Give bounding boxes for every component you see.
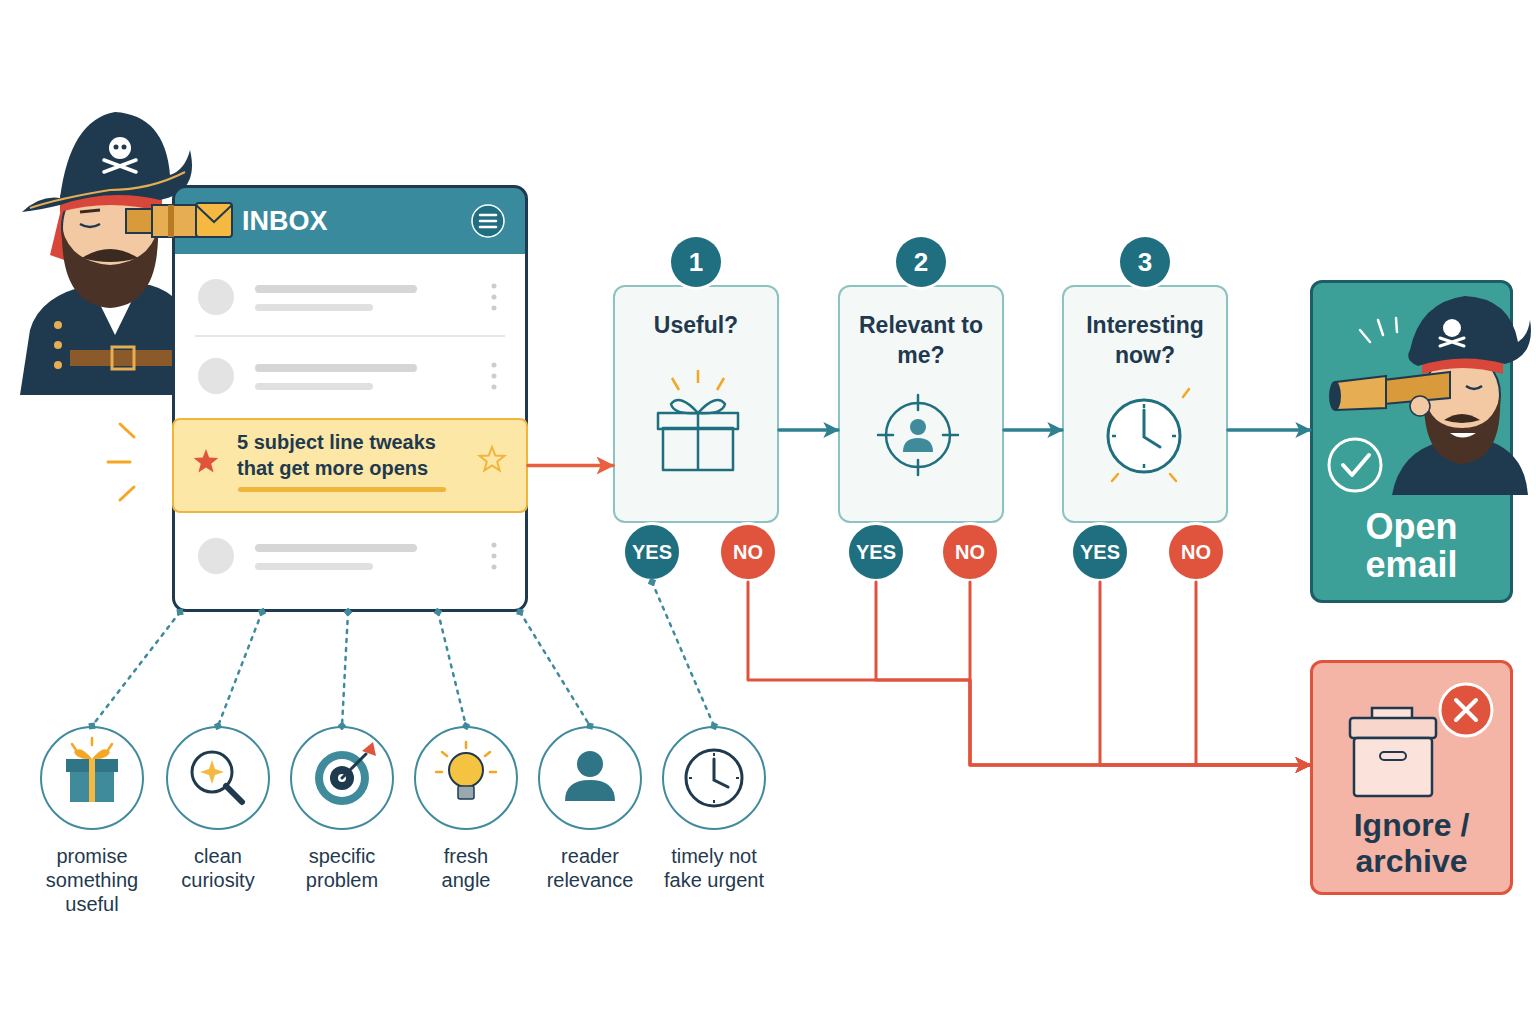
flow-arrow	[748, 582, 1310, 765]
tip-label: specific problem	[290, 844, 394, 892]
tip-circle: reader relevance	[538, 726, 642, 830]
flow-arrow	[1004, 428, 1062, 432]
outcome-box: Open email	[1310, 280, 1513, 603]
dotted-leader	[342, 612, 348, 726]
node-label: INBOX	[242, 205, 328, 237]
tip-circle: timely not fake urgent	[662, 726, 766, 830]
pirate-illustration	[54, 341, 62, 349]
email-row: 5 subject line tweaks that get more open…	[172, 418, 528, 513]
pirate-illustration	[62, 176, 158, 280]
email-highlight	[108, 424, 134, 500]
answer-label: YES	[1080, 540, 1120, 564]
pirate-illustration	[60, 188, 162, 213]
pirate-illustration	[62, 228, 158, 308]
tip-circle: promise something useful	[40, 726, 144, 830]
step-number: 1	[671, 237, 721, 287]
pirate-illustration	[114, 145, 119, 150]
tip-label: clean curiosity	[166, 844, 270, 892]
pirate-illustration	[54, 361, 62, 369]
pirate-illustration	[104, 160, 136, 172]
dotted-leader	[652, 582, 714, 726]
pirate-illustration	[80, 224, 100, 227]
answer-label: NO	[955, 540, 985, 564]
answer-label: YES	[632, 540, 672, 564]
outcome-box: Ignore / archive	[1310, 660, 1513, 895]
flow-arrow	[1196, 582, 1310, 765]
pirate-illustration	[122, 145, 127, 150]
tip-label: fresh angle	[424, 844, 508, 892]
node-label: Relevant to me?	[840, 310, 1002, 370]
flow-arrow	[876, 582, 1310, 765]
flow-arrow	[1228, 428, 1310, 432]
question-box: 1Useful?	[613, 285, 779, 523]
question-box: 3Interesting now?	[1062, 285, 1228, 523]
yes-badge: YES	[846, 522, 906, 582]
tip-circle: specific problem	[290, 726, 394, 830]
pirate-illustration	[30, 172, 185, 208]
pirate-illustration	[20, 285, 195, 395]
answer-label: NO	[733, 540, 763, 564]
node-label: 5 subject line tweaks that get more open…	[237, 429, 477, 481]
tip-label: timely not fake urgent	[652, 844, 776, 892]
pirate-illustration	[20, 112, 195, 395]
flow-arrow	[1100, 582, 1310, 765]
node-label: Interesting now?	[1064, 310, 1226, 370]
node-label: Ignore / archive	[1313, 807, 1510, 879]
pirate-illustration	[70, 350, 180, 366]
pirate-illustration	[109, 137, 131, 159]
yes-badge: YES	[622, 522, 682, 582]
answer-label: YES	[856, 540, 896, 564]
inbox-panel: INBOX 5 subject line tweaks that get more…	[172, 185, 528, 612]
yes-badge: YES	[1070, 522, 1130, 582]
flow-arrow	[528, 464, 613, 468]
pirate-illustration	[22, 112, 192, 212]
node-label: Useful?	[615, 310, 777, 340]
dotted-leader	[520, 612, 590, 726]
flow-arrow	[779, 428, 838, 432]
dotted-leader	[218, 612, 262, 726]
tip-label: reader relevance	[538, 844, 642, 892]
no-badge: NO	[940, 522, 1000, 582]
pirate-illustration	[92, 288, 138, 335]
tip-label: promise something useful	[37, 844, 147, 916]
step-number: 3	[1120, 237, 1170, 287]
question-box: 2Relevant to me?	[838, 285, 1004, 523]
dotted-leader	[438, 612, 466, 726]
pirate-illustration	[112, 347, 134, 369]
pirate-illustration	[80, 210, 100, 212]
pirate-illustration	[50, 205, 72, 262]
dotted-leader	[92, 612, 180, 726]
no-badge: NO	[718, 522, 778, 582]
telescope-illustration	[126, 209, 156, 233]
answer-label: NO	[1181, 540, 1211, 564]
step-number: 2	[896, 237, 946, 287]
flow-arrow	[970, 582, 1310, 765]
pirate-illustration	[82, 249, 138, 262]
tip-circle: clean curiosity	[166, 726, 270, 830]
no-badge: NO	[1166, 522, 1226, 582]
pirate-illustration	[54, 321, 62, 329]
tip-circle: fresh angle	[414, 726, 518, 830]
node-label: Open email	[1313, 508, 1510, 584]
